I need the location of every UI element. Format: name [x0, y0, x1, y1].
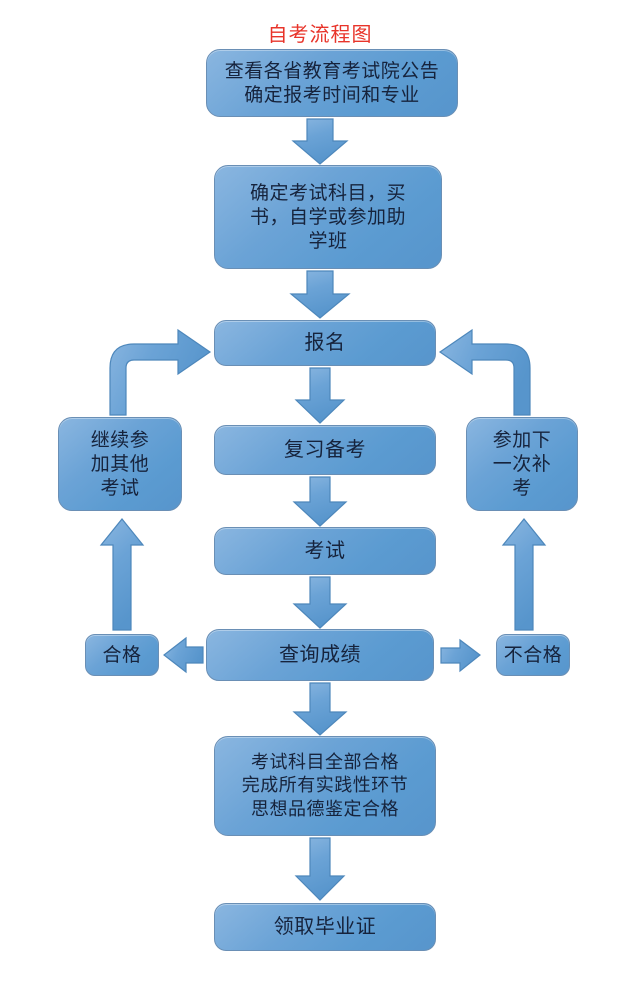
node-makeup-label: 参加下 一次补 考	[492, 428, 552, 500]
node-subject[interactable]: 确定考试科目，买 书，自学或参加助 学班	[214, 165, 442, 269]
node-makeup[interactable]: 参加下 一次补 考	[466, 417, 578, 511]
arrow-subject-to-signup	[289, 270, 351, 319]
arrow-review-to-exam	[292, 476, 348, 527]
node-review-label: 复习备考	[284, 437, 366, 462]
node-pass-label: 合格	[102, 643, 142, 666]
arrow-other-exam-to-signup	[109, 328, 212, 416]
arrow-pass-to-other-exam	[99, 518, 145, 631]
node-exam-label: 考试	[304, 538, 346, 563]
arrow-query-to-pass	[163, 636, 204, 674]
node-other-exam[interactable]: 继续参 加其他 考试	[58, 417, 182, 511]
page-title: 自考流程图	[267, 22, 373, 46]
arrow-query-to-all-pass	[292, 682, 348, 736]
node-pass[interactable]: 合格	[85, 634, 159, 676]
node-announce-label: 查看各省教育考试院公告 确定报考时间和专业	[224, 59, 440, 106]
arrow-exam-to-query	[292, 576, 348, 629]
node-signup[interactable]: 报名	[214, 320, 436, 366]
arrow-makeup-to-signup	[438, 328, 531, 416]
arrow-fail-to-makeup	[501, 518, 547, 631]
arrow-announce-to-subject	[291, 118, 349, 165]
node-query-score-label: 查询成绩	[279, 642, 361, 667]
node-all-pass[interactable]: 考试科目全部合格 完成所有实践性环节 思想品德鉴定合格	[214, 736, 436, 836]
node-exam[interactable]: 考试	[214, 527, 436, 575]
arrow-signup-to-review	[294, 367, 346, 424]
node-subject-label: 确定考试科目，买 书，自学或参加助 学班	[249, 181, 406, 253]
node-diploma-label: 领取毕业证	[273, 914, 377, 939]
node-fail-label: 不合格	[503, 643, 563, 666]
arrow-all-pass-to-diploma	[294, 837, 346, 901]
node-other-exam-label: 继续参 加其他 考试	[90, 428, 150, 500]
node-all-pass-label: 考试科目全部合格 完成所有实践性环节 思想品德鉴定合格	[241, 752, 409, 820]
node-signup-label: 报名	[304, 330, 346, 355]
node-query-score[interactable]: 查询成绩	[206, 629, 434, 681]
node-diploma[interactable]: 领取毕业证	[214, 903, 436, 951]
node-fail[interactable]: 不合格	[496, 634, 570, 676]
arrow-query-to-fail	[440, 638, 481, 673]
node-announce[interactable]: 查看各省教育考试院公告 确定报考时间和专业	[206, 49, 458, 117]
node-review[interactable]: 复习备考	[214, 425, 436, 475]
